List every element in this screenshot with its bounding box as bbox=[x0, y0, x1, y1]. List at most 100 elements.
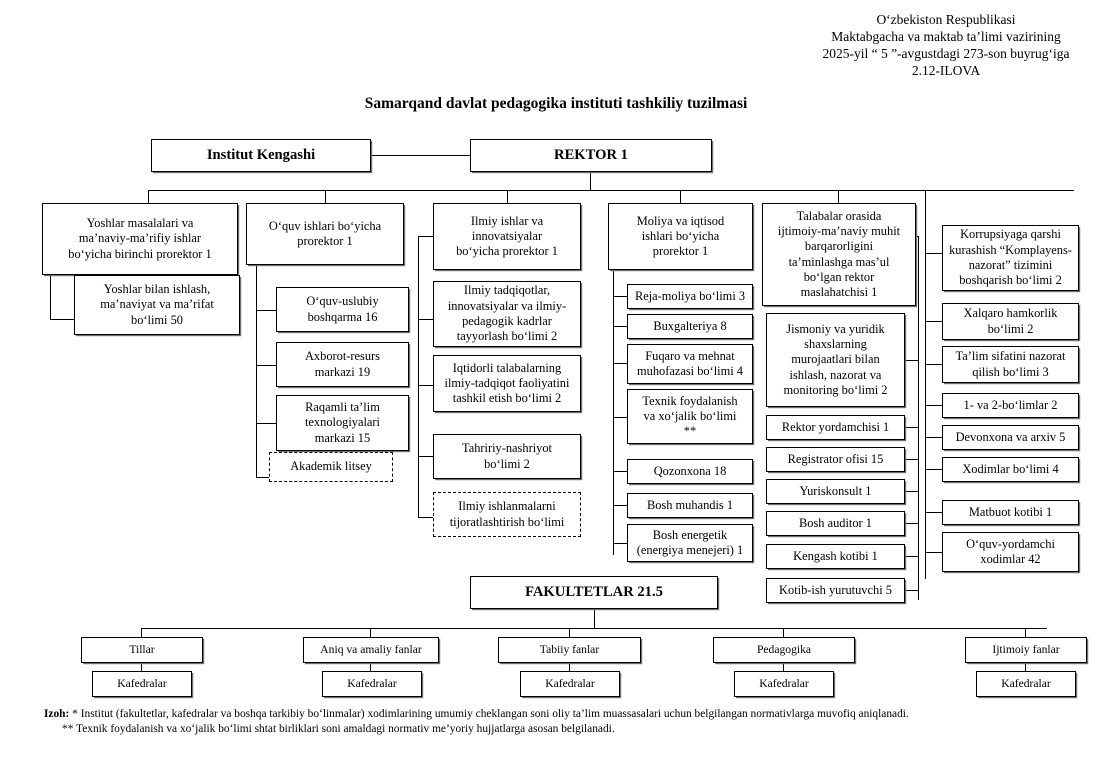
connector-fac-drop-3 bbox=[783, 628, 785, 638]
connector-col5-branch-5 bbox=[905, 556, 918, 558]
col5-item-0-label: Jismoniy va yuridik shaxslarning murojaa… bbox=[783, 321, 888, 397]
kafedralar-label-0: Kafedralar bbox=[117, 677, 167, 690]
faculty-box-3[interactable]: Pedagogika bbox=[713, 637, 855, 663]
col6-item-0-label: Korrupsiyaga qarshi kurashish “Komplayen… bbox=[949, 227, 1072, 288]
col6-item-4-label: Devonxona va arxiv 5 bbox=[955, 429, 1066, 444]
faculty-box-4[interactable]: Ijtimoiy fanlar bbox=[965, 637, 1087, 663]
connector-drop-col1 bbox=[148, 190, 150, 203]
connector-fac-drop-4 bbox=[1025, 628, 1027, 638]
faculties-head-box[interactable]: FAKULTETLAR 21.5 bbox=[470, 576, 718, 609]
col4-item-2[interactable]: Fuqaro va mehnat muhofazasi bo‘limi 4 bbox=[627, 344, 753, 384]
connector-col5-branch-3 bbox=[905, 491, 918, 493]
col5-item-3-label: Yuriskonsult 1 bbox=[799, 483, 872, 498]
col6-item-6-label: Matbuot kotibi 1 bbox=[968, 504, 1053, 519]
col3-head-box[interactable]: Ilmiy ishlar va innovatsiyalar bo‘yicha … bbox=[433, 203, 581, 270]
col5-head-box[interactable]: Talabalar orasida ijtimoiy-ma’naviy muhi… bbox=[762, 203, 916, 306]
col6-item-5[interactable]: Xodimlar bo‘limi 4 bbox=[942, 457, 1079, 482]
connector-col1-bus bbox=[50, 275, 52, 320]
kafedralar-box-0[interactable]: Kafedralar bbox=[92, 671, 192, 697]
connector-col2-branch-1 bbox=[256, 365, 276, 367]
footnote-label: Izoh: bbox=[44, 708, 70, 720]
page-title: Samarqand davlat pedagogika instituti ta… bbox=[364, 95, 748, 112]
col4-head-label: Moliya va iqtisod ishlari bo‘yicha prore… bbox=[636, 213, 725, 259]
col3-item-0[interactable]: Ilmiy tadqiqotlar, innovatsiyalar va ilm… bbox=[433, 281, 581, 347]
connector-col5-branch-1 bbox=[905, 427, 918, 429]
connector-col4-branch-6 bbox=[613, 543, 627, 545]
col4-item-0-label: Reja-moliya bo‘limi 3 bbox=[634, 288, 746, 303]
col5-item-3[interactable]: Yuriskonsult 1 bbox=[766, 479, 905, 504]
col2-head-box[interactable]: O‘quv ishlari bo‘yicha prorektor 1 bbox=[246, 203, 404, 265]
col2-item-0[interactable]: O‘quv-uslubiy boshqarma 16 bbox=[276, 287, 409, 332]
col3-item-1[interactable]: Iqtidorli talabalarning ilmiy-tadqiqot f… bbox=[433, 355, 581, 412]
col6-item-2[interactable]: Ta’lim sifatini nazorat qilish bo‘limi 3 bbox=[942, 346, 1079, 383]
col2-item-3[interactable]: Akademik litsey bbox=[269, 452, 393, 482]
connector-col3-branch-2 bbox=[418, 456, 433, 458]
col2-item-0-label: O‘quv-uslubiy boshqarma 16 bbox=[306, 294, 379, 324]
col4-item-1[interactable]: Buxgalteriya 8 bbox=[627, 314, 753, 339]
col4-item-1-label: Buxgalteriya 8 bbox=[653, 318, 727, 333]
col4-item-0[interactable]: Reja-moliya bo‘limi 3 bbox=[627, 284, 753, 309]
col5-item-0[interactable]: Jismoniy va yuridik shaxslarning murojaa… bbox=[766, 313, 905, 407]
col5-item-2[interactable]: Registrator ofisi 15 bbox=[766, 447, 905, 472]
faculty-label-2: Tabiiy fanlar bbox=[539, 643, 600, 656]
col1-item-0[interactable]: Yoshlar bilan ishlash, ma’naviyat va ma’… bbox=[74, 275, 240, 335]
connector-col2-branch-2 bbox=[256, 423, 276, 425]
col6-item-5-label: Xodimlar bo‘limi 4 bbox=[962, 461, 1059, 476]
connector-col6-branch-2 bbox=[925, 364, 942, 366]
col5-item-1[interactable]: Rektor yordamchisi 1 bbox=[766, 415, 905, 440]
connector-col3-bus bbox=[418, 236, 420, 518]
col3-item-2-label: Tahririy-nashriyot bo‘limi 2 bbox=[462, 441, 552, 471]
connector-fac-drop-1 bbox=[370, 628, 372, 638]
connector-col6-branch-7 bbox=[925, 552, 942, 554]
kafedralar-box-4[interactable]: Kafedralar bbox=[976, 671, 1076, 697]
col6-item-7[interactable]: O‘quv-yordamchi xodimlar 42 bbox=[942, 532, 1079, 572]
connector-main-bus bbox=[148, 190, 1074, 192]
connector-col4-branch-1 bbox=[613, 326, 627, 328]
institute-council-box[interactable]: Institut Kengashi bbox=[151, 139, 371, 172]
connector-kaf-stem-0 bbox=[141, 663, 143, 672]
connector-col4-bus bbox=[613, 270, 615, 555]
col5-item-4[interactable]: Bosh auditor 1 bbox=[766, 511, 905, 536]
connector-col4-branch-5 bbox=[613, 505, 627, 507]
col4-item-5[interactable]: Bosh muhandis 1 bbox=[627, 493, 753, 518]
connector-kaf-stem-2 bbox=[569, 663, 571, 672]
connector-col3-head-link bbox=[418, 236, 433, 238]
faculty-box-2[interactable]: Tabiiy fanlar bbox=[498, 637, 641, 663]
footnote-line-1: * Institut (fakultetlar, kafedralar va b… bbox=[72, 708, 909, 720]
col6-item-4[interactable]: Devonxona va arxiv 5 bbox=[942, 425, 1079, 450]
col4-item-6[interactable]: Bosh energetik (energiya menejeri) 1 bbox=[627, 524, 753, 562]
col6-item-1[interactable]: Xalqaro hamkorlik bo‘limi 2 bbox=[942, 303, 1079, 340]
connector-col6-branch-6 bbox=[925, 512, 942, 514]
faculty-box-1[interactable]: Aniq va amaliy fanlar bbox=[303, 637, 439, 663]
col3-item-2[interactable]: Tahririy-nashriyot bo‘limi 2 bbox=[433, 434, 581, 479]
col6-item-0[interactable]: Korrupsiyaga qarshi kurashish “Komplayen… bbox=[942, 225, 1079, 291]
connector-kaf-stem-1 bbox=[370, 663, 372, 672]
col5-item-5[interactable]: Kengash kotibi 1 bbox=[766, 544, 905, 569]
connector-col5-bus bbox=[918, 236, 920, 600]
footnote: Izoh: * Institut (fakultetlar, kafedrala… bbox=[44, 707, 1094, 737]
faculties-head-label: FAKULTETLAR 21.5 bbox=[525, 583, 663, 600]
col4-item-3[interactable]: Texnik foydalanish va xo‘jalik bo‘limi *… bbox=[627, 389, 753, 444]
col1-item-0-label: Yoshlar bilan ishlash, ma’naviyat va ma’… bbox=[100, 282, 214, 327]
rector-box[interactable]: REKTOR 1 bbox=[470, 139, 712, 172]
col2-item-2[interactable]: Raqamli ta’lim texnologiyalari markazi 1… bbox=[276, 395, 409, 451]
connector-faculties-stem bbox=[594, 609, 596, 628]
connector-council-rector bbox=[371, 155, 470, 157]
col6-item-3[interactable]: 1- va 2-bo‘limlar 2 bbox=[942, 393, 1079, 418]
col4-item-4[interactable]: Qozonxona 18 bbox=[627, 459, 753, 484]
col5-item-6[interactable]: Kotib-ish yurutuvchi 5 bbox=[766, 578, 905, 603]
col1-head-box[interactable]: Yoshlar masalalari va ma’naviy-ma’rifiy … bbox=[42, 203, 238, 275]
col4-head-box[interactable]: Moliya va iqtisod ishlari bo‘yicha prore… bbox=[608, 203, 753, 270]
faculty-label-3: Pedagogika bbox=[756, 643, 812, 656]
col3-item-3[interactable]: Ilmiy ishlanmalarni tijoratlashtirish bo… bbox=[433, 492, 581, 537]
kafedralar-box-2[interactable]: Kafedralar bbox=[520, 671, 620, 697]
col4-item-2-label: Fuqaro va mehnat muhofazasi bo‘limi 4 bbox=[637, 348, 743, 378]
kafedralar-box-3[interactable]: Kafedralar bbox=[734, 671, 834, 697]
col2-item-1[interactable]: Axborot-resurs markazi 19 bbox=[276, 342, 409, 387]
connector-col4-branch-2 bbox=[613, 363, 627, 365]
faculty-box-0[interactable]: Tillar bbox=[81, 637, 203, 663]
connector-col1-branch-0 bbox=[50, 319, 74, 321]
col6-item-6[interactable]: Matbuot kotibi 1 bbox=[942, 500, 1079, 525]
kafedralar-box-1[interactable]: Kafedralar bbox=[322, 671, 422, 697]
connector-col6-branch-4 bbox=[925, 437, 942, 439]
